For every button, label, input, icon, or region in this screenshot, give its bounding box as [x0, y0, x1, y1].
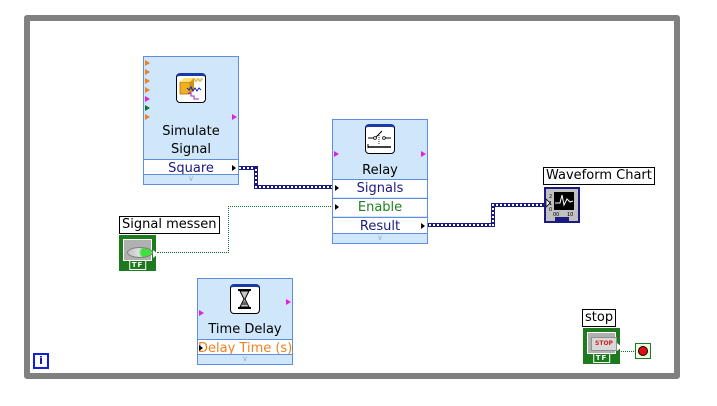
- terminal-result[interactable]: Result: [333, 217, 427, 235]
- wire-result-to-chart-v[interactable]: [491, 203, 495, 227]
- loop-iteration-icon[interactable]: i: [33, 353, 49, 369]
- input-terminal[interactable]: [145, 114, 150, 120]
- input-terminal[interactable]: [145, 78, 150, 84]
- error-in-terminal[interactable]: [334, 151, 339, 157]
- hourglass-icon: [230, 284, 260, 314]
- terminal-square[interactable]: Square: [144, 159, 238, 177]
- while-loop[interactable]: [24, 15, 680, 379]
- wire-signal-to-enable-h2[interactable]: [228, 206, 333, 207]
- output-terminal[interactable]: [232, 114, 237, 120]
- wire-square-to-signals-h2[interactable]: [254, 185, 333, 189]
- svg-text:0: 0: [549, 207, 552, 213]
- input-arrow: [335, 185, 339, 191]
- relay-switch-icon: [365, 124, 395, 154]
- wire-square-to-signals[interactable]: [238, 166, 257, 170]
- expand-handle[interactable]: ∨: [198, 354, 292, 364]
- wire-result-to-chart[interactable]: [428, 223, 494, 227]
- wire-square-to-signals-v[interactable]: [254, 166, 258, 188]
- terminal-delay-time[interactable]: Delay Time (s): [198, 339, 292, 357]
- input-terminal[interactable]: [145, 105, 150, 111]
- output-arrow: [421, 223, 425, 229]
- error-out-terminal[interactable]: [286, 299, 291, 305]
- expand-handle[interactable]: ∨: [333, 233, 427, 243]
- node-title: Signal: [171, 142, 211, 157]
- stop-button-icon: STOP: [587, 332, 617, 354]
- boolean-led-icon: [123, 239, 153, 261]
- terminal-signals[interactable]: Signals: [333, 179, 427, 197]
- signal-messen-label[interactable]: Signal messen: [119, 216, 220, 234]
- type-badge: TF: [128, 260, 147, 270]
- wire-signal-to-enable[interactable]: [157, 252, 229, 253]
- time-delay-node[interactable]: Time Delay Delay Time (s) ∨: [197, 278, 293, 365]
- error-in-terminal[interactable]: [199, 310, 204, 316]
- stop-condition-icon[interactable]: [635, 343, 651, 359]
- output-arrow: [232, 165, 236, 171]
- output-arrow: [617, 343, 622, 351]
- stop-label[interactable]: stop: [582, 309, 617, 327]
- input-terminal[interactable]: [145, 69, 150, 75]
- input-arrow: [335, 204, 339, 210]
- svg-text:1: 1: [549, 201, 552, 207]
- output-arrow: [153, 250, 158, 258]
- input-terminal[interactable]: [145, 87, 150, 93]
- wire-result-to-chart-h2[interactable]: [491, 203, 544, 207]
- svg-text:2: 2: [549, 194, 552, 200]
- relay-node[interactable]: Relay Signals Enable Result ∨: [332, 119, 428, 244]
- simulate-signal-node[interactable]: Simulate Signal Square ∨: [143, 56, 239, 185]
- iteration-label: i: [39, 354, 43, 367]
- error-out-terminal[interactable]: [421, 151, 426, 157]
- node-title: Time Delay: [208, 322, 282, 337]
- waveform-chart-icon: 2 1 0 00 10: [545, 192, 574, 221]
- expand-handle[interactable]: ∨: [144, 174, 238, 184]
- input-arrow: [199, 345, 203, 351]
- node-title: Relay: [362, 163, 398, 178]
- waveform-chart-label[interactable]: Waveform Chart: [543, 167, 655, 185]
- stop-terminal[interactable]: STOP TF: [583, 328, 622, 364]
- input-terminal[interactable]: [145, 96, 150, 102]
- wire-stop-to-condition[interactable]: [619, 351, 636, 352]
- svg-text:00: 00: [553, 212, 559, 218]
- waveform-chart-terminal[interactable]: 2 1 0 00 10: [544, 187, 580, 223]
- node-title: Simulate: [162, 124, 220, 139]
- wire-signal-to-enable-v[interactable]: [228, 206, 229, 253]
- type-badge: TF: [592, 353, 611, 363]
- input-terminal[interactable]: [145, 60, 150, 66]
- terminal-enable[interactable]: Enable: [333, 198, 427, 216]
- svg-text:10: 10: [567, 212, 573, 218]
- simulate-signal-icon: [176, 73, 206, 103]
- signal-messen-terminal[interactable]: TF: [119, 235, 158, 271]
